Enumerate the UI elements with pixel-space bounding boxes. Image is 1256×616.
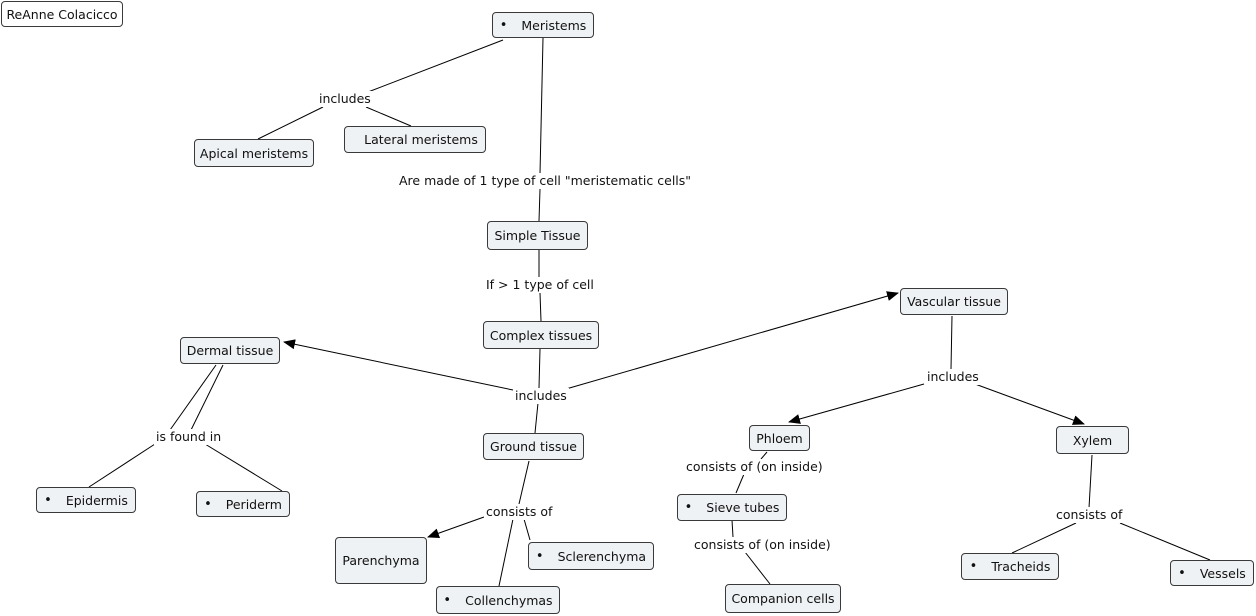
node-epidermis[interactable]: • Epidermis [36,487,136,513]
node-apical-meristems[interactable]: Apical meristems [194,139,314,167]
bullet-icon: • [44,492,52,508]
link-dermal-found-a [169,364,217,431]
link-consists-companion [744,551,771,585]
bullet-icon: • [969,559,978,574]
link-if-complex [539,292,542,322]
link-vascular-includes [950,315,953,370]
link-found-epidermis [88,443,156,488]
author-name: ReAnne Colacicco [6,6,118,22]
link-consists-collenchymas [498,518,514,587]
label-phloem-consists: consists of (on inside) [684,459,825,475]
node-complex-tissues[interactable]: Complex tissues [483,321,599,349]
link-consists-tracheids [1011,522,1077,554]
node-periderm[interactable]: • Periderm [196,491,290,517]
link-meristems-madeof [539,37,544,175]
node-parenchyma[interactable]: Parenchyma [335,537,427,584]
link-dermal-found-b [190,364,224,431]
node-collenchymas[interactable]: • Collenchymas [436,586,560,614]
link-consists-sieve [735,473,745,494]
node-lateral-meristems[interactable]: Lateral meristems [344,126,486,153]
node-sclerenchyma[interactable]: • Sclerenchyma [528,542,654,570]
label-sieve-consists: consists of (on inside) [692,537,833,553]
bullet-icon: • [499,17,508,33]
author-box: ReAnne Colacicco [1,1,123,27]
link-phloem-consists [760,451,768,460]
node-vascular-tissue[interactable]: Vascular tissue [900,288,1008,315]
node-dermal-tissue[interactable]: Dermal tissue [180,337,280,364]
link-meristems-includes [367,39,504,93]
label-made-of: Are made of 1 type of cell "meristematic… [397,173,694,189]
node-vessels[interactable]: • Vessels [1170,560,1254,586]
label-xylem-consists: consists of [1054,507,1125,523]
label-if-more: If > 1 type of cell [484,277,596,293]
link-found-periderm [204,443,283,492]
link-includes-apical [257,106,324,140]
link-includes-dermal [283,339,514,391]
node-tracheids[interactable]: • Tracheids [961,553,1059,580]
link-xylem-consists [1088,454,1093,509]
bullet-icon: • [684,500,693,515]
link-includes-xylem [974,383,1085,425]
node-simple-tissue[interactable]: Simple Tissue [487,221,588,250]
label-meristems-includes: includes [317,91,373,107]
link-consists-vessels [1119,522,1211,561]
node-companion-cells[interactable]: Companion cells [725,584,841,613]
label-ground-consists: consists of [484,504,555,520]
bullet-icon: • [535,548,544,564]
link-complex-includes [538,348,541,389]
node-meristems[interactable]: • Meristems [492,12,594,38]
bullet-icon: • [204,496,212,512]
bullet-icon: • [1178,565,1186,581]
link-includes-ground [534,402,539,434]
link-madeof-simple [538,188,541,222]
bullet-icon: • [443,592,452,608]
link-consists-parenchyma [427,516,485,539]
link-includes-phloem [788,383,925,424]
node-phloem[interactable]: Phloem [749,425,810,451]
link-includes-lateral [365,106,412,127]
label-is-found-in: is found in [154,429,224,445]
node-sieve-tubes[interactable]: • Sieve tubes [677,494,787,521]
label-vascular-includes: includes [925,369,981,385]
node-xylem[interactable]: Xylem [1056,426,1129,454]
label-complex-includes: includes [513,388,569,404]
link-includes-vascular [565,291,899,390]
node-ground-tissue[interactable]: Ground tissue [483,433,584,460]
link-sieve-consists [731,519,734,538]
link-consists-sclerenchyma [523,518,531,541]
link-ground-consists [518,460,530,505]
